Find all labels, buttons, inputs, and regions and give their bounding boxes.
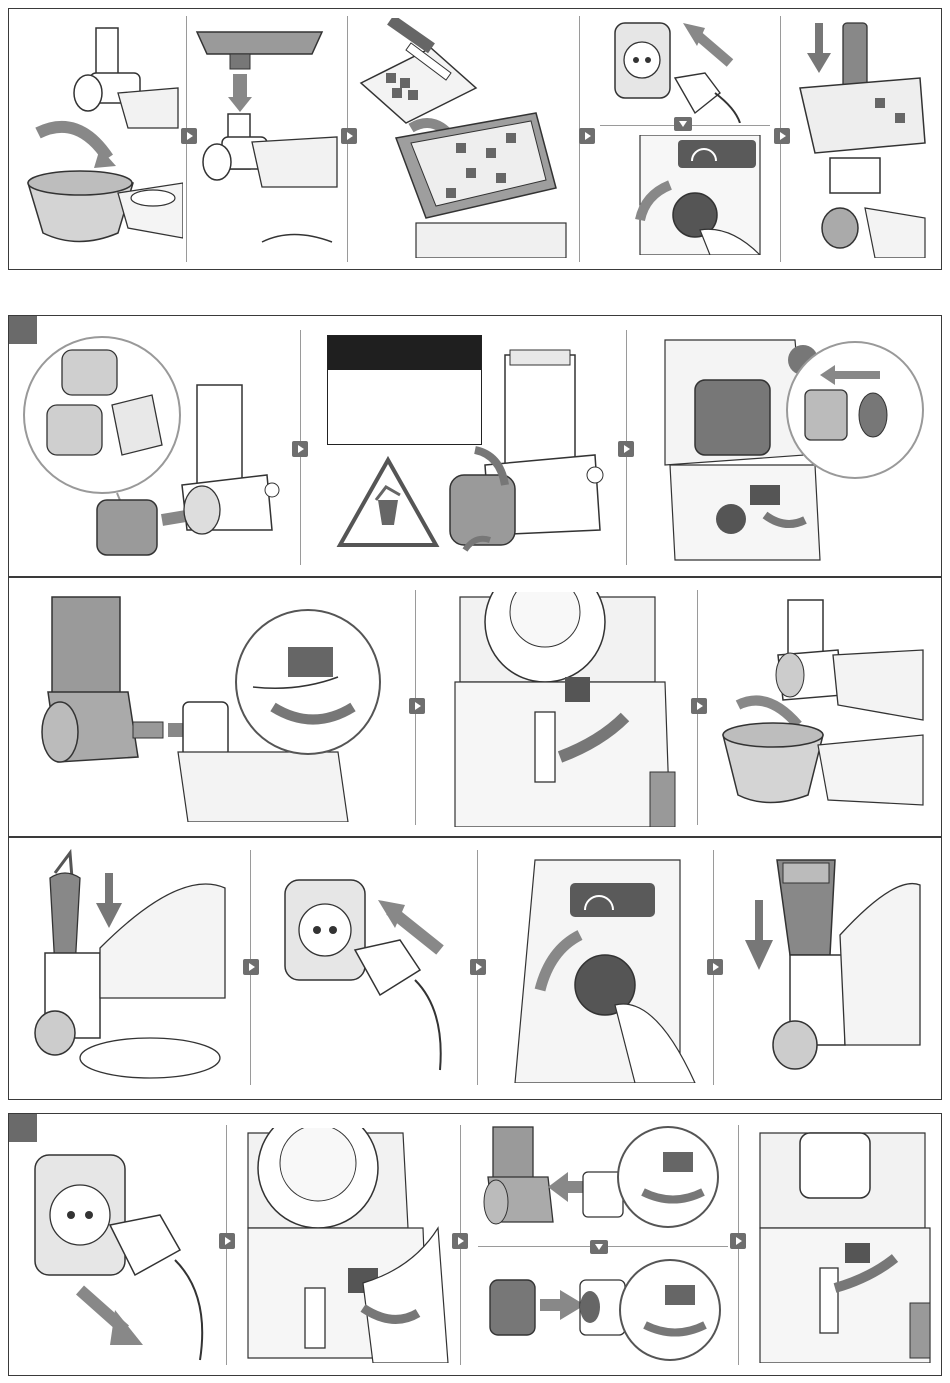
illustration-lever-rotate [440,592,685,827]
arrow-right-icon [774,128,790,144]
arrow-right-icon [243,959,259,975]
warning-triangle-icon [336,455,441,550]
illustration-remove-cover [655,335,925,565]
illustration-attach-grater [38,592,408,822]
illustration-cover-closed [755,1128,933,1363]
illustration-replace-cover [485,1255,730,1370]
illustration-speed-dial-2 [495,855,707,1083]
arrow-right-icon [470,959,486,975]
illustration-detach-grater [478,1122,728,1242]
arrow-right-icon [341,128,357,144]
arrow-right-icon [691,698,707,714]
illustration-tray-mount [192,22,342,262]
illustration-plug-in-2 [270,870,470,1080]
illustration-carrot-feed [30,848,242,1083]
arrow-down-icon [590,1240,608,1254]
illustration-pusher [795,18,935,258]
illustration-grater-drums [22,335,292,565]
section-number-marker [9,1114,37,1142]
arrow-right-icon [730,1233,746,1249]
illustration-grinder-bowl [18,18,183,263]
row-divider [8,576,942,578]
illustration-drum-insert [445,345,615,560]
arrow-right-icon [292,441,308,457]
arrow-right-icon [409,698,425,714]
illustration-grater-bowl [718,595,933,820]
illustration-unplug [25,1145,220,1370]
row-divider [8,836,942,838]
plug-icon [355,940,420,995]
speed-dial-icon [678,140,756,168]
arrow-right-icon [707,959,723,975]
arrow-right-icon [219,1233,235,1249]
illustration-release-lever [243,1128,453,1363]
arrow-right-icon [579,128,595,144]
pusher-icon [745,940,773,970]
illustration-speed-dial [600,135,775,255]
illustration-plug-in [605,18,775,123]
illustration-pusher-2 [735,855,925,1083]
arrow-right-icon [618,441,634,457]
arrow-right-icon [452,1233,468,1249]
illustration-cut-food [356,18,576,258]
